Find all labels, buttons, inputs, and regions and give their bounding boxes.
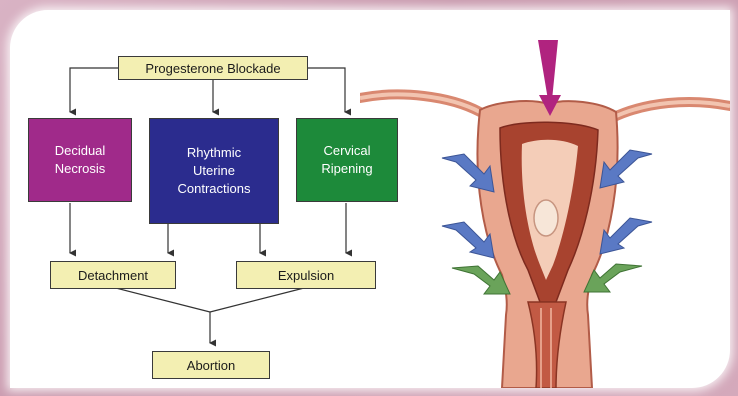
uterus-cross-section-illustration	[360, 40, 730, 388]
rhythmic-label-line3: Contractions	[178, 180, 251, 198]
decidual-label-line1: Decidual	[55, 142, 106, 160]
expulsion-node: Expulsion	[236, 261, 376, 289]
decidual-label-line2: Necrosis	[55, 160, 106, 178]
decidual-necrosis-node: Decidual Necrosis	[28, 118, 132, 202]
progesterone-blockade-label: Progesterone Blockade	[145, 61, 280, 76]
abortion-label: Abortion	[187, 358, 235, 373]
rhythmic-label-line1: Rhythmic	[187, 144, 241, 162]
progesterone-blockade-node: Progesterone Blockade	[118, 56, 308, 80]
rhythmic-label-line2: Uterine	[193, 162, 235, 180]
slide-frame: Progesterone Blockade Decidual Necrosis …	[10, 10, 730, 388]
detachment-label: Detachment	[78, 268, 148, 283]
abortion-node: Abortion	[152, 351, 270, 379]
rhythmic-uterine-contractions-node: Rhythmic Uterine Contractions	[149, 118, 279, 224]
detachment-node: Detachment	[50, 261, 176, 289]
expulsion-label: Expulsion	[278, 268, 334, 283]
